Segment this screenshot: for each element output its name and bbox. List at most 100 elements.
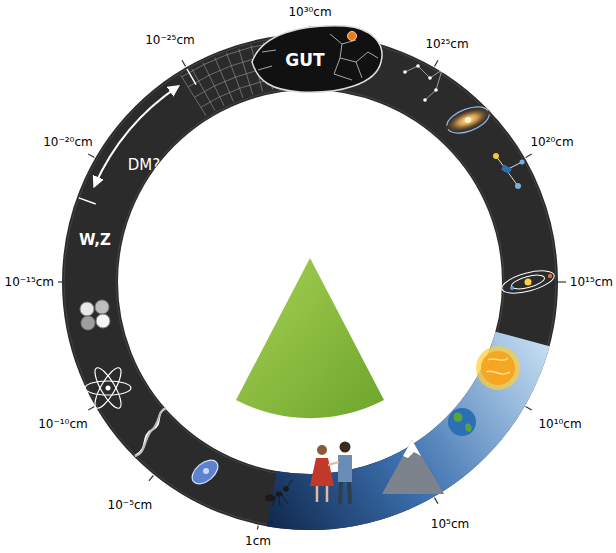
- couple-part: [328, 462, 339, 465]
- spiral-galaxy-part: [444, 102, 493, 138]
- scale-label: 10⁵cm: [431, 517, 469, 531]
- quarks-part: [96, 314, 110, 328]
- binary-star: [493, 153, 525, 189]
- constellation-part: [423, 98, 427, 102]
- dna-helix-part: [135, 408, 166, 456]
- constellation-part: [416, 64, 420, 68]
- ant-part: [272, 480, 292, 506]
- couple: [310, 442, 352, 505]
- scale-label: 10¹⁰cm: [538, 417, 581, 431]
- spiral-galaxy-part: [440, 101, 496, 139]
- physics-label: W,Z: [79, 231, 111, 249]
- solar-system: [500, 266, 557, 297]
- constellation-part: [403, 70, 407, 74]
- scale-tick: [556, 281, 566, 282]
- constellation-part: [428, 76, 432, 80]
- scale-tick: [182, 60, 186, 66]
- serpent-band: [64, 36, 556, 528]
- dm-range: [79, 69, 196, 204]
- cell: [188, 455, 223, 488]
- sun-part: [481, 351, 515, 385]
- dna-helix: [135, 408, 166, 456]
- ant-part: [276, 492, 283, 497]
- scale-line: [203, 63, 224, 106]
- ant-part: [265, 495, 275, 502]
- earth-part: [454, 412, 472, 432]
- binary-star-part: [515, 183, 521, 189]
- cell-part: [203, 468, 209, 474]
- quarks-part: [81, 316, 95, 330]
- ant-part: [283, 486, 289, 492]
- scale-tick: [88, 407, 94, 411]
- solar-system-part: [548, 274, 552, 278]
- earth: [448, 408, 476, 436]
- constellation-part: [434, 88, 438, 92]
- serpent-band-part: [64, 36, 556, 528]
- scale-tick: [526, 407, 532, 411]
- constellation-part: [440, 68, 444, 72]
- sun-part: [486, 358, 510, 374]
- atom: [85, 365, 131, 412]
- scale-label: 1cm: [245, 534, 271, 548]
- quarks: [80, 300, 110, 330]
- scale-line: [192, 69, 215, 111]
- sun-part: [476, 346, 520, 390]
- constellation: [403, 64, 444, 102]
- snake-head: [252, 26, 382, 92]
- snake-head-part: [330, 34, 378, 80]
- atom-part: [90, 365, 125, 412]
- constellation-part: [405, 66, 442, 100]
- scale-label: 10⁻⁵cm: [108, 498, 153, 512]
- quarks-part: [80, 302, 94, 316]
- couple-part: [317, 486, 327, 502]
- earth-part: [448, 408, 476, 436]
- binary-star-part: [520, 160, 525, 165]
- scale-tick: [257, 526, 259, 530]
- scale-tick: [149, 476, 153, 481]
- scale-tick: [526, 154, 532, 158]
- binary-star-part: [496, 156, 518, 186]
- scale-label: 10⁻²⁵cm: [145, 33, 195, 47]
- scale-label: 10¹⁵cm: [570, 275, 613, 289]
- theory-label: GUT: [285, 50, 324, 70]
- mountain-part: [382, 440, 444, 494]
- solar-system-part: [500, 266, 557, 297]
- ant: [265, 480, 292, 506]
- snake-head-part: [348, 32, 357, 41]
- scale-label: 10³⁰cm: [288, 5, 331, 19]
- snake-head-part: [252, 26, 382, 92]
- solar-system-part: [510, 286, 514, 290]
- scale-tick: [435, 60, 439, 66]
- couple-part: [338, 455, 352, 482]
- snake-head-part: [258, 50, 276, 70]
- green-sector: [236, 258, 384, 418]
- atom-part: [85, 381, 131, 395]
- physics-label: DM?: [128, 156, 160, 174]
- scale-label: 10²⁵cm: [425, 37, 468, 51]
- cell-part: [188, 455, 223, 488]
- mountain: [382, 440, 444, 494]
- couple-part: [310, 458, 334, 486]
- sky-band: [272, 339, 523, 502]
- solar-system-part: [510, 272, 546, 291]
- sun: [476, 346, 520, 390]
- dm-range-part: [79, 198, 96, 204]
- couple-part: [340, 442, 351, 453]
- binary-star-part: [493, 153, 499, 159]
- serpent-band-part: [90, 62, 530, 502]
- binary-star-part: [501, 164, 512, 174]
- scale-label: 10⁻²⁰cm: [43, 135, 93, 149]
- scale-label: 10⁻¹⁰cm: [38, 417, 88, 431]
- scale-label: 10²⁰cm: [530, 135, 573, 149]
- solar-system-part: [525, 279, 532, 286]
- scale-ticks: [58, 26, 566, 530]
- scale-tick: [88, 154, 94, 158]
- couple-part: [340, 482, 350, 504]
- dm-range-part: [187, 69, 196, 85]
- scale-label: 10⁻¹⁵cm: [5, 275, 55, 289]
- spiral-galaxy: [440, 101, 496, 139]
- dm-range-part: [94, 86, 178, 186]
- spiral-galaxy-part: [464, 116, 472, 124]
